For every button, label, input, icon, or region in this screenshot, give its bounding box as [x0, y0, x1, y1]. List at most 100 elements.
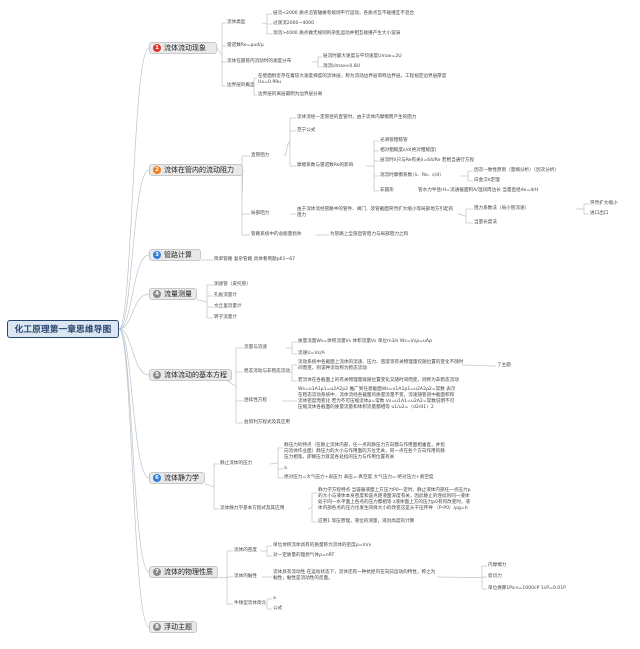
- subtopic-density-def[interactable]: 单位体积流体具有的质量称为流体的密度ρ=m/v: [273, 543, 372, 548]
- connector-line: [118, 328, 150, 628]
- subtopic-non-circular[interactable]: 非圆形: [380, 188, 394, 193]
- topic-newtonian[interactable]: 牛顿型流体简介: [234, 601, 267, 606]
- subtopic-continuity-def[interactable]: Ws=u1A1ρ1=u2A2ρ2 推广到任意截面Ws=u1A1ρ1=u2A2ρ2…: [298, 387, 456, 410]
- subtopic-total-loss-def[interactable]: 为管路上全部直管阻力与局部阻力之和: [330, 232, 409, 237]
- subtopic-hydrostatic-traits[interactable]: 静力学方程特点 当容器液面上方压力P0一定时，静止液体内部任一点压力p的大小与液…: [318, 488, 471, 511]
- subtopic-resistance-coefficient[interactable]: 阻力系数法（局小管流速）: [474, 206, 530, 211]
- subtopic-turbulent[interactable]: 湍流>4000 质点做无规则的杂乱运动并相互碰撞产生大小漩涡: [273, 31, 401, 36]
- subtopic-velocity[interactable]: 流速U=Vs/A: [298, 351, 325, 356]
- subtopic-laminar[interactable]: 层流<2000 质点沿管轴做有规则平行运动，各质点互不碰撞互不混合: [273, 11, 415, 16]
- subtopic-boundary-separation[interactable]: 边界层的离层最明为边界层分离: [258, 92, 323, 97]
- subtopic-relative-roughness[interactable]: 相对粗糙度ε/d(绝对粗糙度): [380, 148, 437, 153]
- connector-line: [196, 299, 208, 302]
- subtopic-fanning[interactable]: 范宁公式: [297, 128, 316, 133]
- topic-boundary-layer[interactable]: 边界层的概念: [227, 83, 255, 88]
- main-topic-label: 浮动主题: [164, 623, 192, 631]
- connector-line: [436, 576, 483, 578]
- main-topic-label: 流体在管内的流动阻力: [164, 166, 234, 174]
- subtopic-internal-friction[interactable]: 内摩擦力: [488, 563, 507, 568]
- topic-hydrostatic-equation[interactable]: 流体静力学基本方程式及其应用: [220, 506, 285, 511]
- root-topic[interactable]: 化工原理第一章思维导图: [7, 320, 119, 338]
- subtopic-dimensional-analysis[interactable]: 因次一致性原则（量纲分析）（因次分析）: [474, 168, 559, 173]
- subtopic-straight-pipe-def[interactable]: 流体流经一定管径的直管时，由于流体内摩擦而产生的阻力: [297, 115, 417, 120]
- connector-line: [118, 328, 150, 573]
- topic-orifice[interactable]: 孔板流量计: [214, 293, 237, 298]
- subtopic-laminar-vmax[interactable]: 层流时最大速度与平均速度Umax=2U: [323, 54, 402, 59]
- topic-number-badge: 8: [153, 623, 161, 631]
- connector-line: [261, 22, 268, 25]
- subtopic-turbulent-vmax[interactable]: 湍流Umax≈0.8U: [323, 64, 361, 69]
- topic-steady-flow[interactable]: 稳态流动与非稳态流动: [244, 369, 290, 374]
- topic-reynolds[interactable]: 雷诺数Re=ρud/μ: [227, 43, 264, 48]
- subtopic-steady-def[interactable]: 流动系统中各截面上流体的流速、压力、密度等有关物理量仅随位置的变化不随时间而变，…: [298, 360, 464, 371]
- subtopic-mass-flow[interactable]: 质量流量Ws=体积流量Vs 体积流量Vs 单位m3/s Ws=Vsρ=uAρ: [298, 339, 432, 344]
- topic-number-badge: 5: [153, 371, 161, 379]
- topic-static-pressure[interactable]: 静止流体的压力: [220, 461, 253, 466]
- connector-line: [307, 507, 313, 510]
- subtopic-buckingham[interactable]: 白金汉π定理: [474, 178, 500, 183]
- topic-velocity-distribution[interactable]: 流体在圆管内流动时的速度分布: [227, 59, 292, 64]
- connector-line: [216, 47, 223, 55]
- topic-viscosity[interactable]: 流体的黏性: [234, 574, 257, 579]
- connector-line: [118, 254, 150, 330]
- subtopic-note[interactable]: 了主题: [497, 363, 511, 368]
- connector-line: [118, 169, 150, 330]
- connector-line: [269, 462, 279, 465]
- topic-fluid-type[interactable]: 流体类型: [227, 20, 246, 25]
- subtopic-hydraulic-radius[interactable]: 管水力半径rH=流通截面积A/湿润周边长 当量直径de=4rH: [418, 188, 539, 193]
- subtopic-turbulent-lambda[interactable]: 湍流时摩擦系数: [380, 173, 413, 178]
- topic-local-resistance[interactable]: 局部阻力: [251, 211, 270, 216]
- subtopic-formula[interactable]: 公式: [273, 606, 283, 611]
- subtopic-unit-conversion[interactable]: 单位换算1Pa·s=1000cP 1cP=0.01P: [488, 586, 566, 591]
- topic-pitot[interactable]: 测速管（皮托管）: [214, 282, 251, 287]
- topic-straight-pipe-resistance[interactable]: 直管阻力: [251, 153, 270, 158]
- subtopic-boundary-layer-def[interactable]: 在壁面附近存在着较大速度梯度的流体层，称为流动边界层简称边界层。工程规定边界层厚…: [258, 74, 447, 85]
- topic-bernoulli[interactable]: 伯努利方程式及其应用: [244, 420, 290, 425]
- topic-number-badge: 3: [153, 251, 161, 259]
- subtopic-unsteady-def[interactable]: 若流体在各截面上的有关物理量既随位置变化又随时间而变，则称为非稳态流动: [298, 378, 459, 383]
- connector-line: [226, 380, 237, 386]
- topic-rotameter[interactable]: 转子流量计: [214, 315, 237, 320]
- subtopic-absolute-pressure[interactable]: 绝对压力=大气压力+表压力 表压=-真空度 大气压力=-绝对压力+真空度: [284, 475, 434, 480]
- topic-continuity[interactable]: 连续性方程: [244, 398, 267, 403]
- topic-total-loss[interactable]: 管路系统中的总能量损失: [251, 232, 302, 237]
- subtopic-newtonian-a[interactable]: a: [273, 596, 276, 601]
- topic-pipe-calc[interactable]: 简单管路 复杂管路 具体看例题p61~67: [214, 257, 296, 262]
- subtopic-smooth-rough[interactable]: 光滑管粗糙管: [380, 138, 408, 143]
- subtopic-sudden-change[interactable]: 突然扩大缩小: [590, 201, 618, 206]
- topic-number-badge: 4: [153, 290, 161, 298]
- topic-density[interactable]: 流体的密度: [234, 548, 257, 553]
- connector-line: [118, 328, 150, 376]
- topic-venturi[interactable]: 文丘里流量计: [214, 304, 242, 309]
- main-topic-label: 流量测量: [164, 290, 192, 298]
- subtopic-ideal-gas[interactable]: 对一定质量的理想气体ρ=nRT: [273, 553, 335, 558]
- subtopic-equivalent-length[interactable]: 当量长度法: [474, 220, 497, 225]
- subtopic-laminar-lambda[interactable]: 层流时λ只与Re有关λ=64/Re 若相当通行方程: [380, 158, 475, 163]
- subtopic-shear-force[interactable]: 剪切力: [488, 574, 502, 579]
- topic-flow-rate[interactable]: 流量与流速: [244, 345, 267, 350]
- subtopic-a[interactable]: a: [284, 466, 287, 471]
- subtopic-transition[interactable]: 过渡流2000~4000: [273, 21, 315, 26]
- connector-line: [461, 364, 497, 367]
- connector-line: [118, 47, 150, 330]
- subtopic-static-pressure-traits[interactable]: 静压力的特点（在静止流体内部，任一点的静压力方向都与作用面相垂直，并指向流体作业…: [284, 443, 445, 460]
- subtopic-turbulent-lambda-vars[interactable]: （λ、Re、ε/d）: [410, 173, 444, 178]
- main-topic-label: 流体静力学: [164, 474, 199, 482]
- main-topic-label: 流体流动的基本方程: [164, 371, 227, 379]
- subtopic-hydrostatic-application[interactable]: 应用1 等压原理，液位的测量，液封高度的计算: [318, 519, 415, 524]
- connector-line: [204, 483, 215, 487]
- subtopic-local-resistance-def[interactable]: 由于流体流经管路中的管件、阀门、及管截面突然扩大缩小等局部地方引起的阻力: [297, 207, 454, 218]
- subtopic-viscosity-def[interactable]: 流体具有流动性 在运动状态下，流体还有一种抗拒内在向前运动的特性，称之为黏性，黏…: [273, 570, 436, 581]
- topic-friction-factor[interactable]: 摩擦系数与雷诺数Re的影响: [297, 163, 354, 168]
- subtopic-inlet-outlet[interactable]: 进口出口: [590, 211, 609, 216]
